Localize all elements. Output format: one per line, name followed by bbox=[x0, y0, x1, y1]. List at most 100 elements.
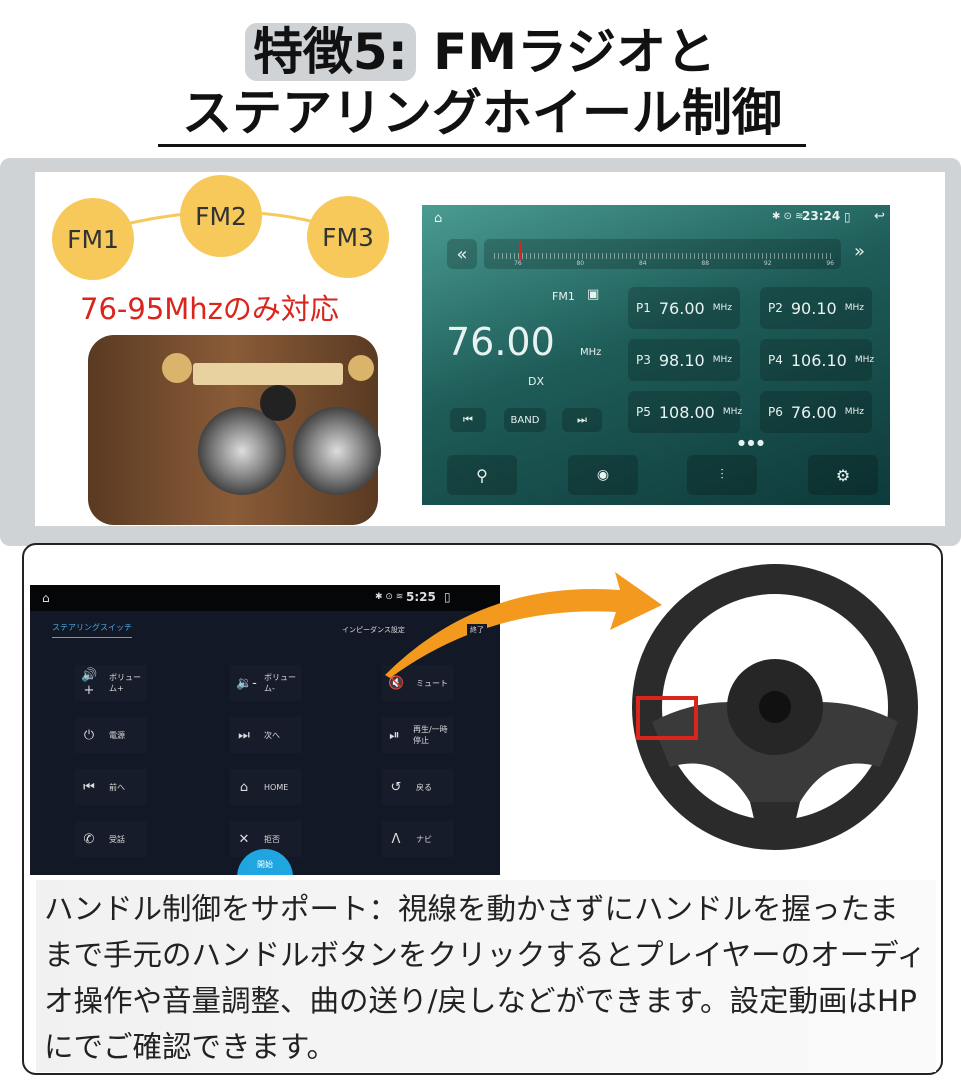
preset-p2[interactable]: P2 90.10 MHz bbox=[760, 287, 872, 329]
home-icon[interactable]: ⌂ bbox=[434, 211, 443, 226]
window-icon[interactable]: ▯ bbox=[844, 210, 851, 224]
prev-button[interactable]: ⏮ bbox=[450, 408, 486, 432]
preset-p1[interactable]: P1 76.00 MHz bbox=[628, 287, 740, 329]
title-line-1: 特徴5: FMラジオと bbox=[0, 22, 961, 82]
tuner-needle[interactable] bbox=[519, 241, 521, 261]
key-icon: ⏭ bbox=[238, 727, 250, 743]
preset-frequency: 76.00 bbox=[658, 298, 705, 318]
tab-steering-switch[interactable]: ステアリングスイッチ bbox=[52, 622, 132, 638]
key-label: 電源 bbox=[109, 730, 125, 740]
key-label: ボリューム+ bbox=[109, 673, 141, 693]
preset-number: P6 bbox=[768, 405, 783, 419]
steering-key[interactable]: ⏯ 再生/一時停止 bbox=[382, 717, 454, 753]
steering-key[interactable]: ↺ 戻る bbox=[382, 769, 454, 805]
gear-icon[interactable]: ⚙ bbox=[808, 455, 878, 495]
key-icon: ⏻ bbox=[83, 727, 95, 743]
key-label: ボリューム- bbox=[264, 673, 296, 693]
orange-arrow bbox=[385, 572, 662, 678]
steering-key[interactable]: ⏻ 電源 bbox=[75, 717, 147, 753]
key-icon: ⏮ bbox=[83, 779, 95, 795]
preset-unit: MHz bbox=[722, 407, 743, 417]
steering-key[interactable]: ⌂HOME bbox=[230, 769, 302, 805]
steering-key[interactable]: ✕ 拒否 bbox=[230, 821, 302, 857]
key-icon: 🔉- bbox=[236, 675, 257, 691]
steering-wheel-image bbox=[632, 564, 918, 850]
key-icon: 🔊+ bbox=[81, 668, 98, 698]
preset-frequency: 106.10 bbox=[790, 350, 847, 370]
preset-number: P2 bbox=[768, 301, 783, 315]
window-icon[interactable]: ▯ bbox=[444, 590, 451, 604]
key-label: 戻る bbox=[416, 782, 432, 792]
key-icon: 🔇 bbox=[388, 675, 405, 691]
page-dots: ● ● ● bbox=[738, 438, 765, 447]
home-icon[interactable]: ⌂ bbox=[42, 591, 50, 605]
preset-number: P4 bbox=[768, 353, 783, 367]
seek-forward-button[interactable]: » bbox=[854, 241, 866, 262]
preset-number: P3 bbox=[636, 353, 651, 367]
steering-key[interactable]: ⏮前へ bbox=[75, 769, 147, 805]
frequency-unit: MHz bbox=[580, 347, 602, 358]
description-text: ハンドル制御をサポート：視線を動かさずにハンドルを握ったままで手元のハンドルボタ… bbox=[36, 880, 936, 1072]
retro-radio-image bbox=[88, 335, 381, 525]
steering-key[interactable]: 🔇 ミュート bbox=[382, 665, 454, 701]
key-label: 拒否 bbox=[264, 834, 280, 844]
preset-frequency: 90.10 bbox=[790, 298, 837, 318]
fm1-badge: FM1 bbox=[52, 198, 134, 280]
preset-number: P1 bbox=[636, 301, 651, 315]
search-icon[interactable]: ⚲ bbox=[447, 455, 517, 495]
clock: 23:24 bbox=[802, 209, 841, 223]
key-label: HOME bbox=[264, 782, 289, 792]
preset-unit: MHz bbox=[844, 303, 864, 313]
tick: 84 bbox=[638, 260, 647, 267]
clock: 5:25 bbox=[406, 590, 436, 604]
preset-p4[interactable]: P4 106.10 MHz bbox=[760, 339, 875, 381]
preset-unit: MHz bbox=[712, 355, 732, 365]
key-label: 再生/一時停止 bbox=[412, 725, 448, 745]
tick: 96 bbox=[826, 260, 834, 267]
key-label: 次へ bbox=[264, 730, 280, 740]
tick: 92 bbox=[763, 260, 772, 267]
steering-key[interactable]: ✆受話 bbox=[75, 821, 147, 857]
key-icon: ⏯ bbox=[389, 727, 400, 743]
radio-broadcast-icon[interactable]: ◉ bbox=[568, 455, 638, 495]
feature-badge: 特徴5: bbox=[244, 23, 416, 81]
preset-frequency: 98.10 bbox=[658, 350, 705, 370]
status-icons: ✱ ⊙ ≋ bbox=[375, 592, 404, 602]
preset-unit: MHz bbox=[712, 303, 732, 313]
preset-unit: MHz bbox=[854, 355, 875, 365]
steering-key[interactable]: Λ ナビ bbox=[382, 821, 454, 857]
steering-key[interactable]: ⏭ 次へ bbox=[230, 717, 302, 753]
current-frequency: 76.00 bbox=[446, 320, 555, 364]
back-icon[interactable]: ↩ bbox=[874, 209, 885, 224]
tick: 80 bbox=[576, 260, 585, 267]
preset-p6[interactable]: P6 76.00 MHz bbox=[760, 391, 872, 433]
equalizer-icon[interactable]: ⫶ bbox=[687, 455, 757, 495]
key-label: ミュート bbox=[416, 678, 448, 688]
band-button[interactable]: BAND bbox=[504, 408, 546, 432]
preset-unit: MHz bbox=[844, 407, 864, 417]
key-icon: Λ bbox=[391, 831, 401, 847]
tick: 76 bbox=[514, 260, 522, 267]
fm3-badge: FM3 bbox=[307, 196, 389, 278]
key-icon: ✆ bbox=[83, 831, 95, 847]
title-line-2: ステアリングホイール制御 bbox=[158, 82, 806, 147]
dx-mode: DX bbox=[528, 375, 545, 388]
seek-back-button[interactable]: « bbox=[447, 239, 477, 269]
steering-key[interactable]: 🔊+ ボリューム+ bbox=[75, 665, 147, 701]
band-label: FM1 bbox=[552, 290, 575, 303]
key-icon: ↺ bbox=[390, 779, 402, 795]
steering-key[interactable]: 🔉- ボリューム- bbox=[230, 665, 302, 701]
preset-p3[interactable]: P3 98.10 MHz bbox=[628, 339, 740, 381]
finish-button[interactable]: 終了 bbox=[467, 624, 487, 636]
key-label: ナビ bbox=[416, 834, 432, 844]
image-icon[interactable]: ▣ bbox=[587, 287, 600, 302]
preset-frequency: 108.00 bbox=[658, 402, 715, 422]
key-icon: ✕ bbox=[238, 831, 250, 847]
next-button[interactable]: ⏭ bbox=[562, 408, 602, 432]
impedance-setting[interactable]: インピーダンス設定 bbox=[342, 626, 405, 634]
range-note: 76-95Mhzのみ対応 bbox=[80, 292, 339, 326]
preset-frequency: 76.00 bbox=[790, 402, 837, 422]
